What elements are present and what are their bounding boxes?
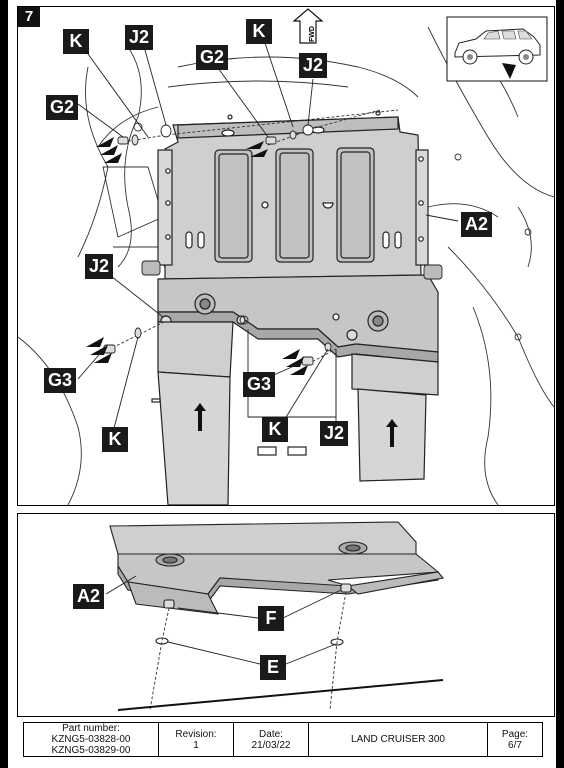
label-j2: J2 (320, 421, 349, 446)
vehicle-inset-icon (446, 16, 548, 82)
step-number: 7 (18, 7, 40, 27)
label-f: F (258, 606, 284, 631)
date-cell: Date: 21/03/22 (233, 722, 309, 757)
page-label: Page: (501, 728, 529, 740)
label-e: E (260, 655, 286, 680)
label-g2: G2 (196, 45, 229, 70)
instruction-page: 7 (8, 0, 556, 768)
detail-diagram-panel: A2 F E (17, 513, 555, 717)
part-number-cell: Part number: KZNG5-03828-00 KZNG5-03829-… (23, 722, 159, 757)
part-number-value: KZNG5-03829-00 (51, 745, 131, 756)
label-a2: A2 (73, 584, 105, 609)
label-g2: G2 (46, 95, 79, 120)
spacer-detail-drawing (105, 521, 445, 711)
label-k: K (63, 29, 89, 54)
revision-cell: Revision: 1 (158, 722, 234, 757)
vehicle-name: LAND CRUISER 300 (351, 734, 445, 745)
svg-text:FWD: FWD (309, 26, 316, 42)
revision-label: Revision: (175, 728, 217, 740)
label-j2: J2 (125, 25, 154, 50)
forward-arrow-icon: FWD (292, 8, 324, 44)
label-g3: G3 (243, 372, 276, 397)
label-k: K (246, 19, 272, 44)
step-diagram-panel: 7 (17, 6, 555, 506)
part-number-label: Part number: (62, 723, 120, 734)
vehicle-cell: LAND CRUISER 300 (308, 722, 488, 757)
label-g3: G3 (44, 368, 77, 393)
part-number-value: KZNG5-03828-00 (51, 734, 131, 745)
date-label: Date: (259, 728, 283, 740)
skid-plate-installation-drawing: FWD (18, 8, 554, 505)
revision-value: 1 (193, 739, 199, 751)
label-j2: J2 (85, 254, 114, 279)
label-j2: J2 (299, 53, 328, 78)
page-cell: Page: 6/7 (487, 722, 543, 757)
document-info-table: Part number: KZNG5-03828-00 KZNG5-03829-… (23, 722, 543, 757)
label-a2: A2 (461, 212, 493, 237)
label-k: K (102, 427, 128, 452)
page-value: 6/7 (508, 739, 522, 751)
date-value: 21/03/22 (251, 739, 291, 751)
label-k: K (262, 417, 288, 442)
